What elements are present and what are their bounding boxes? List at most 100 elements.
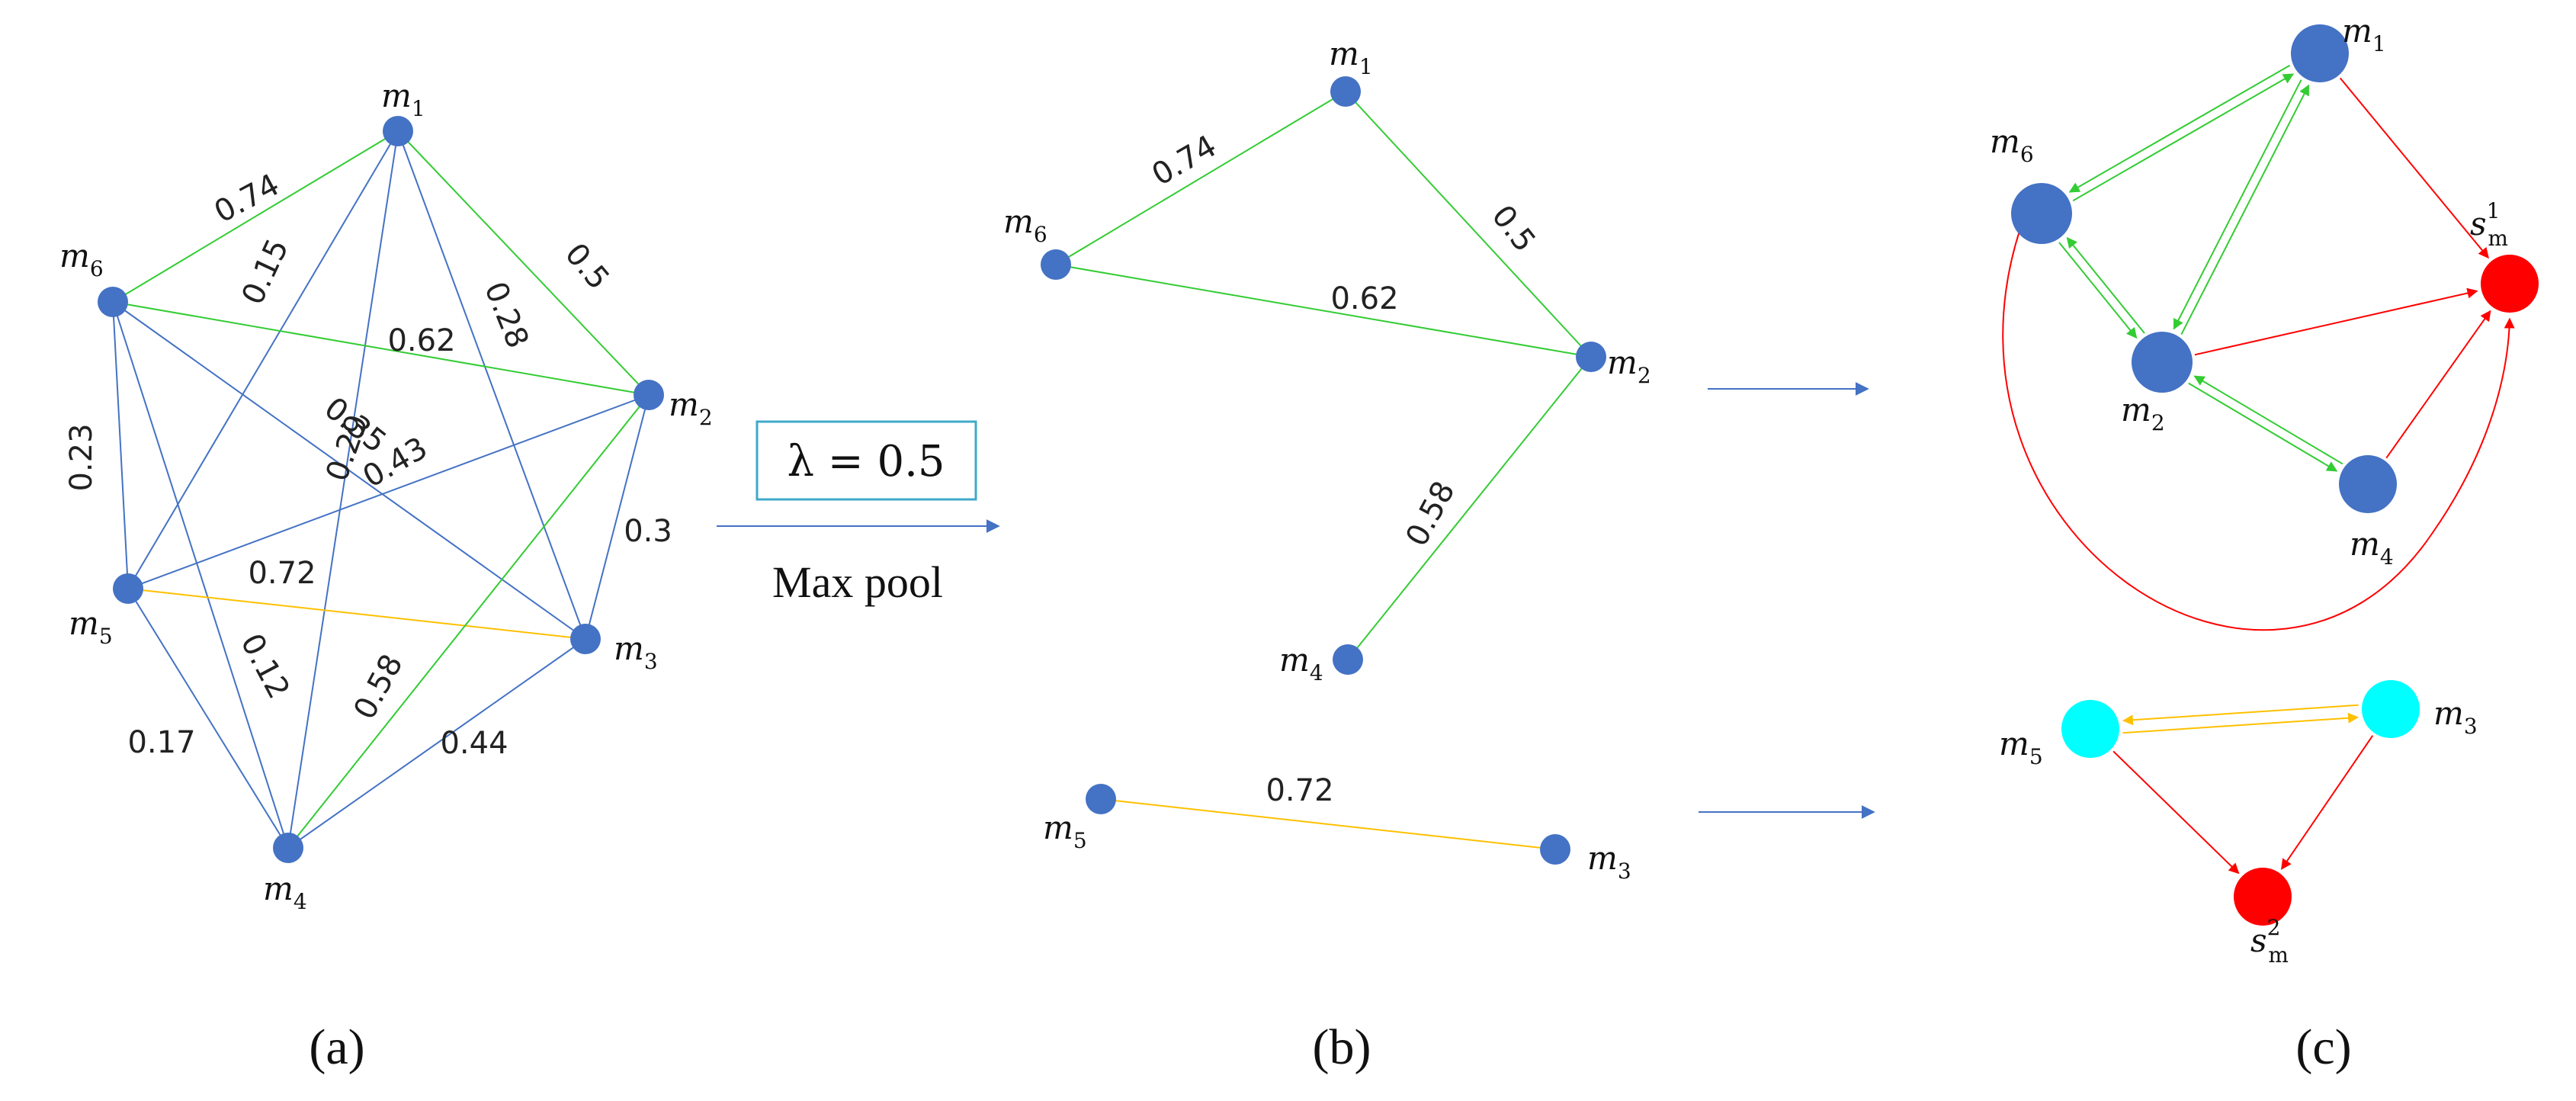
edge-m1-m4 <box>287 130 399 849</box>
panel-b-edges <box>1055 91 1592 850</box>
lambda-box <box>755 420 977 501</box>
panel-a-nodes: m1 m2 m3 m4 m5 m6 <box>59 77 713 914</box>
edge-m6-m1 <box>1055 91 1346 265</box>
edge-weight-m1-m5: 0.15 <box>236 233 296 310</box>
node-label-m6: m6 <box>59 237 104 281</box>
node-m5 <box>1086 784 1116 814</box>
edge-weight-m1-m2: 0.5 <box>1485 199 1542 258</box>
edge-weight-m6-m4: 0.12 <box>233 628 296 705</box>
arrow-m4-to-m2 <box>2193 375 2343 465</box>
arrow-m3-to-m5 <box>2122 704 2359 726</box>
node-label-m6: m6 <box>1003 203 1047 247</box>
edge-m5-m4 <box>127 588 289 849</box>
arrow-m2-to-m4 <box>2188 382 2338 472</box>
panel-label-b: (b) <box>1313 1019 1371 1075</box>
arrow-m5-to-m3 <box>2122 712 2359 734</box>
edge-weight-m3-m4: 0.44 <box>440 726 508 761</box>
arrow-m6-to-m2 <box>2058 242 2138 339</box>
lambda-threshold-label: λ = 0.5 <box>787 437 945 486</box>
node-m4 <box>2339 455 2397 513</box>
node-s2 <box>2234 868 2292 926</box>
node-label-m2: m2 <box>2121 391 2165 435</box>
node-m1 <box>2291 24 2349 82</box>
panel-c-directed-edges <box>2002 64 2515 875</box>
node-label-m4: m4 <box>1279 641 1323 685</box>
edge-m6-m3 <box>112 301 586 640</box>
arrow-m6-to-m1 <box>2072 73 2295 202</box>
node-m4 <box>273 833 303 863</box>
node-label-m1: m1 <box>381 77 425 121</box>
node-label-m5: m5 <box>1999 725 2043 769</box>
edge-weight-m6-m2: 0.62 <box>387 323 455 358</box>
node-m6 <box>1041 249 1071 280</box>
edge-m6-m2 <box>112 301 650 396</box>
arrow-m1-to-m2 <box>2173 79 2302 330</box>
arrow-m5-to-s2 <box>2112 750 2240 875</box>
edge-m6-m4 <box>112 301 289 849</box>
node-m3 <box>2362 680 2420 738</box>
edge-m2-m4 <box>287 394 650 849</box>
node-label-m5: m5 <box>69 605 113 649</box>
node-s1 <box>2481 255 2539 313</box>
node-m2 <box>1576 342 1606 372</box>
arrow-m2-to-m6 <box>2066 236 2145 334</box>
node-m5 <box>2061 700 2119 758</box>
node-m2 <box>2132 332 2193 393</box>
edge-m5-m3 <box>1100 798 1556 850</box>
node-m1 <box>383 116 413 146</box>
edge-m3-m4 <box>287 638 586 849</box>
panel-a-complete-graph: 0.740.50.150.280.290.620.350.230.120.430… <box>59 77 713 1075</box>
edge-m6-m5 <box>112 301 129 589</box>
edge-weight-m1-m3: 0.28 <box>477 277 535 353</box>
node-m4 <box>1333 644 1363 675</box>
node-label-m5: m5 <box>1043 809 1087 853</box>
arrow-m4-to-s1 <box>2385 310 2491 459</box>
node-label-m2: m2 <box>1607 344 1651 388</box>
edge-m2-m3 <box>585 394 650 640</box>
edge-m5-m3 <box>127 588 586 640</box>
node-label-m6: m6 <box>1990 123 2034 167</box>
edge-weight-m1-m6: 0.74 <box>209 167 285 230</box>
node-m3 <box>1540 834 1570 865</box>
edge-weight-m2-m4: 0.58 <box>347 649 409 725</box>
node-m5 <box>113 573 143 604</box>
panel-a-edges <box>112 130 650 849</box>
panel-label-c: (c) <box>2295 1019 2351 1075</box>
node-m2 <box>634 380 664 410</box>
node-label-m4: m4 <box>263 870 307 914</box>
edge-weight-m5-m3: 0.72 <box>248 556 316 591</box>
edge-weight-m2-m3: 0.3 <box>624 514 672 549</box>
panel-a-edge-weights: 0.740.50.150.280.290.620.350.230.120.430… <box>64 167 672 761</box>
node-m6 <box>98 287 128 317</box>
edge-m1-m2 <box>397 130 650 396</box>
edge-weight-m2-m4: 0.58 <box>1399 476 1461 552</box>
node-label-m2: m2 <box>669 386 713 430</box>
node-label-m1: m1 <box>1329 35 1373 79</box>
max-pool-label: Max pool <box>772 557 943 607</box>
arrow-m6-to-s1-curved <box>2002 228 2515 631</box>
edge-weight-m1-m2: 0.5 <box>558 236 616 296</box>
max-pool-operation: λ = 0.5 Max pool <box>717 420 1000 607</box>
panel-label-a: (a) <box>309 1019 364 1075</box>
node-label-m3: m3 <box>614 630 658 674</box>
edge-m1-m2 <box>1345 91 1592 358</box>
arrow-m1-to-m6 <box>2068 64 2291 193</box>
edge-m5-m2 <box>127 394 650 589</box>
node-m1 <box>1330 76 1361 107</box>
panel-b-edge-weights: 0.740.50.620.580.72 <box>1146 129 1542 808</box>
edge-weight-m5-m3: 0.72 <box>1266 773 1333 808</box>
edge-m1-m5 <box>127 130 399 589</box>
edge-weight-m5-m4: 0.17 <box>127 725 195 760</box>
edge-weight-m6-m1: 0.74 <box>1146 129 1222 193</box>
node-label-m1: m1 <box>2342 12 2386 56</box>
edge-weight-m6-m5: 0.23 <box>64 423 99 491</box>
node-m6 <box>2011 183 2072 244</box>
arrow-m2-to-m1 <box>2180 84 2310 335</box>
edge-m6-m2 <box>1055 264 1592 358</box>
arrow-m3-to-s2 <box>2280 735 2374 870</box>
